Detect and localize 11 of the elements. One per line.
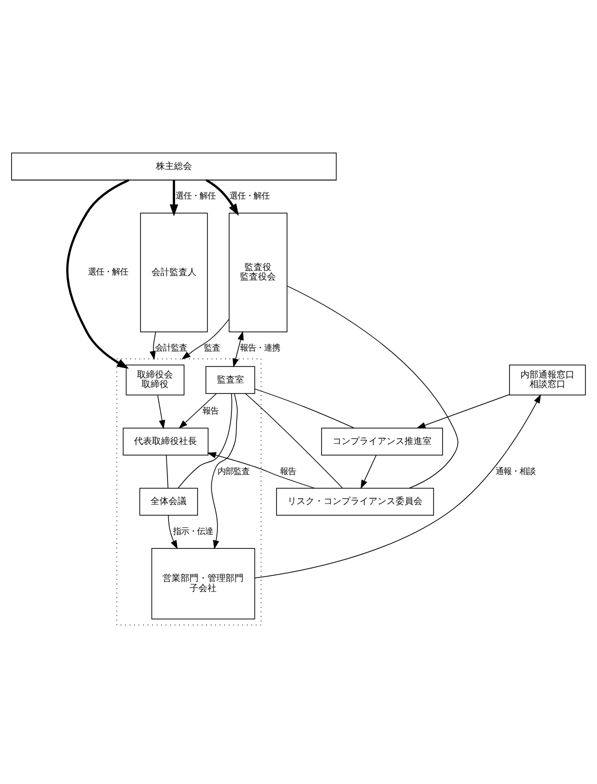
edge-label: 内部監査 — [217, 466, 250, 476]
edge-label: 会計監査 — [154, 342, 187, 353]
edge-label: 監査 — [204, 342, 220, 353]
edge-label: 報告 — [202, 406, 218, 416]
edge-label: 通報・相談 — [496, 466, 536, 476]
edge-label: 選任・解任 — [175, 190, 216, 201]
edge-label: 指示・伝達 — [173, 526, 214, 536]
edge-label: 報告 — [280, 466, 296, 476]
edge-label: 報告・連携 — [240, 342, 280, 353]
edge-label: 選任・解任 — [229, 190, 270, 201]
edge-label: 選任・解任 — [88, 266, 128, 277]
